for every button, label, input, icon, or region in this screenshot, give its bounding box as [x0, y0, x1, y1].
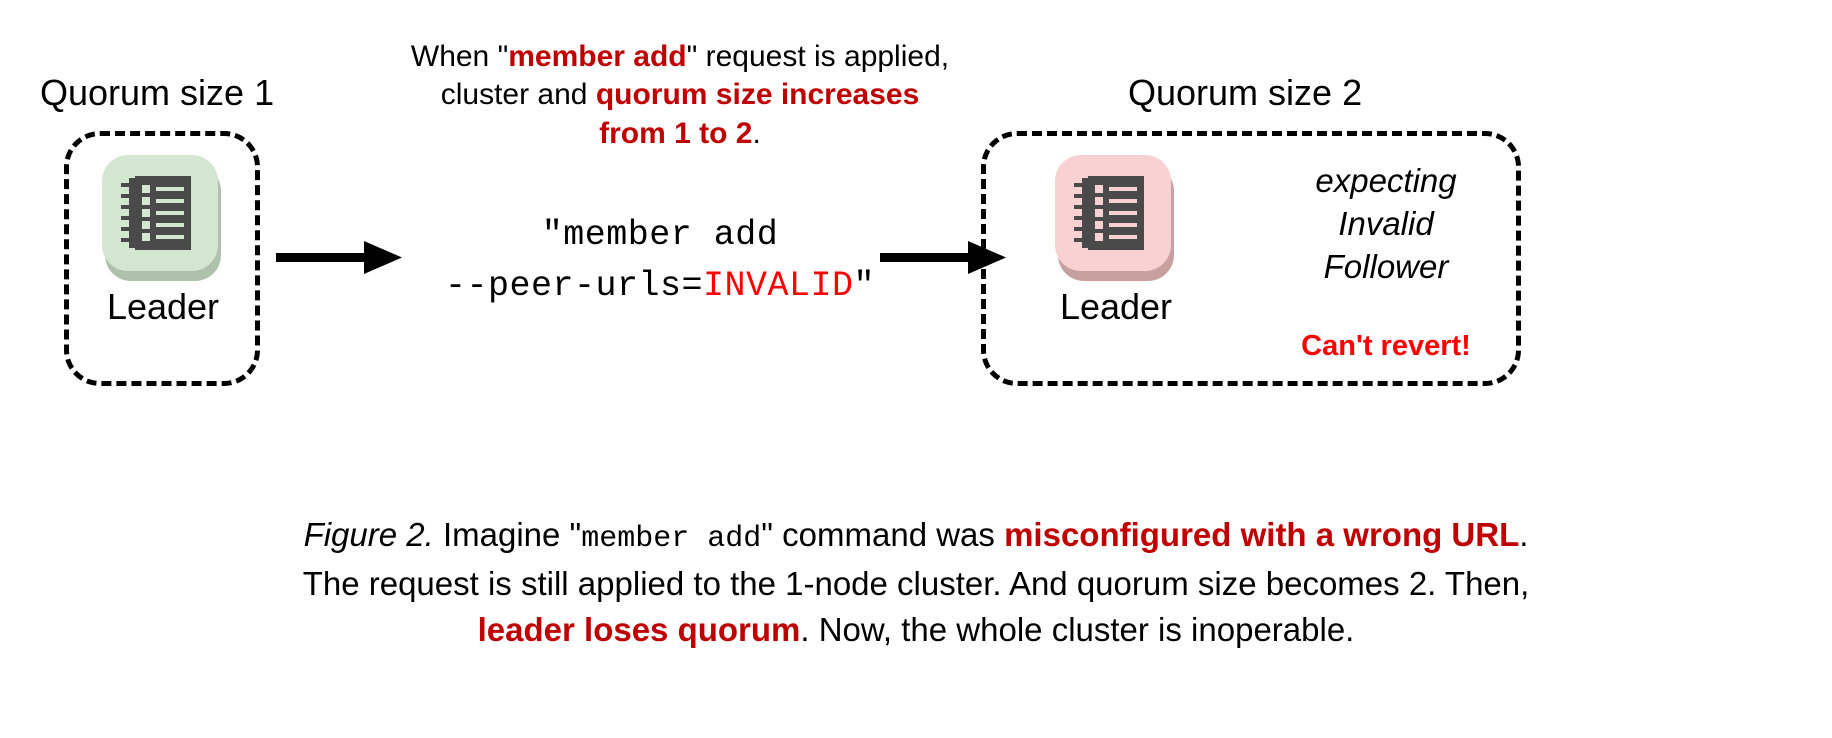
server-rack-glyph [1074, 176, 1144, 250]
node-label-left: Leader [106, 286, 220, 327]
cluster-box-left [64, 131, 260, 386]
figure-caption: Figure 2. Imagine "member add" command w… [60, 512, 1772, 654]
command-invalid-value: INVALID [703, 265, 854, 306]
caption-text: Imagine " [433, 516, 582, 553]
caption-highlight-misconfigured: misconfigured with a wrong URL [1004, 516, 1520, 553]
top-annotation-line-3: from 1 to 2. [370, 115, 990, 153]
caption-highlight-leader-loses-quorum: leader loses quorum [477, 611, 801, 649]
status-line-3: Follower [1323, 247, 1449, 285]
caption-line-3: leader loses quorum. Now, the whole clus… [60, 607, 1772, 654]
caption-command-mono: member add [581, 522, 762, 556]
node-right-leader: Leader [1041, 155, 1191, 325]
caption-text: . Now, the whole cluster is inoperable. [800, 611, 1355, 649]
quorum-size-label-left: Quorum size 1 [40, 72, 275, 113]
status-line-2: Invalid [1338, 204, 1434, 242]
arrow-right-icon-right [880, 241, 1006, 274]
command-line-2: --peer-urls=INVALID" [430, 261, 890, 312]
command-line-1: "member add [541, 215, 779, 255]
annotation-text: cluster and [440, 78, 596, 112]
caption-line-2: The request is still applied to the 1-no… [302, 564, 1530, 602]
node-left-leader: Leader [88, 155, 238, 325]
caption-line-1: Figure 2. Imagine "member add" command w… [60, 512, 1772, 561]
server-rack-icon [102, 155, 224, 283]
annotation-text: " request is applied, [686, 40, 950, 73]
command-quote-close: " [853, 265, 876, 306]
status-line-1: expecting [1315, 162, 1457, 199]
annotation-highlight-quorum-increase: quorum size increases [595, 78, 920, 112]
top-annotation-line-2: cluster and quorum size increases [370, 76, 990, 114]
command-flag: --peer-urls= [444, 265, 703, 306]
annotation-highlight-from-1-to-2: from 1 to 2 [599, 116, 753, 150]
caption-text: . [1519, 516, 1529, 553]
arrow-right-icon-left [276, 241, 402, 274]
node-label-right: Leader [1059, 286, 1173, 327]
command-text-block: "member add --peer-urls=INVALID" [430, 210, 890, 312]
quorum-size-label-right: Quorum size 2 [1128, 72, 1363, 113]
annotation-text: . [752, 116, 761, 150]
cant-revert-warning: Can't revert! [1301, 330, 1471, 362]
server-rack-glyph [121, 176, 191, 250]
annotation-text: When " [410, 40, 509, 73]
caption-figure-number: Figure 2. [303, 516, 434, 553]
annotation-highlight-member-add: member add [508, 40, 687, 73]
top-annotation-line-1: When "member add" request is applied, [370, 38, 990, 76]
cluster-box-right [981, 131, 1521, 386]
top-annotation: When "member add" request is applied, cl… [370, 38, 990, 153]
server-rack-icon [1055, 155, 1177, 283]
caption-text: " command was [761, 516, 1005, 553]
follower-status-text: expecting Invalid Follower [1262, 160, 1510, 289]
